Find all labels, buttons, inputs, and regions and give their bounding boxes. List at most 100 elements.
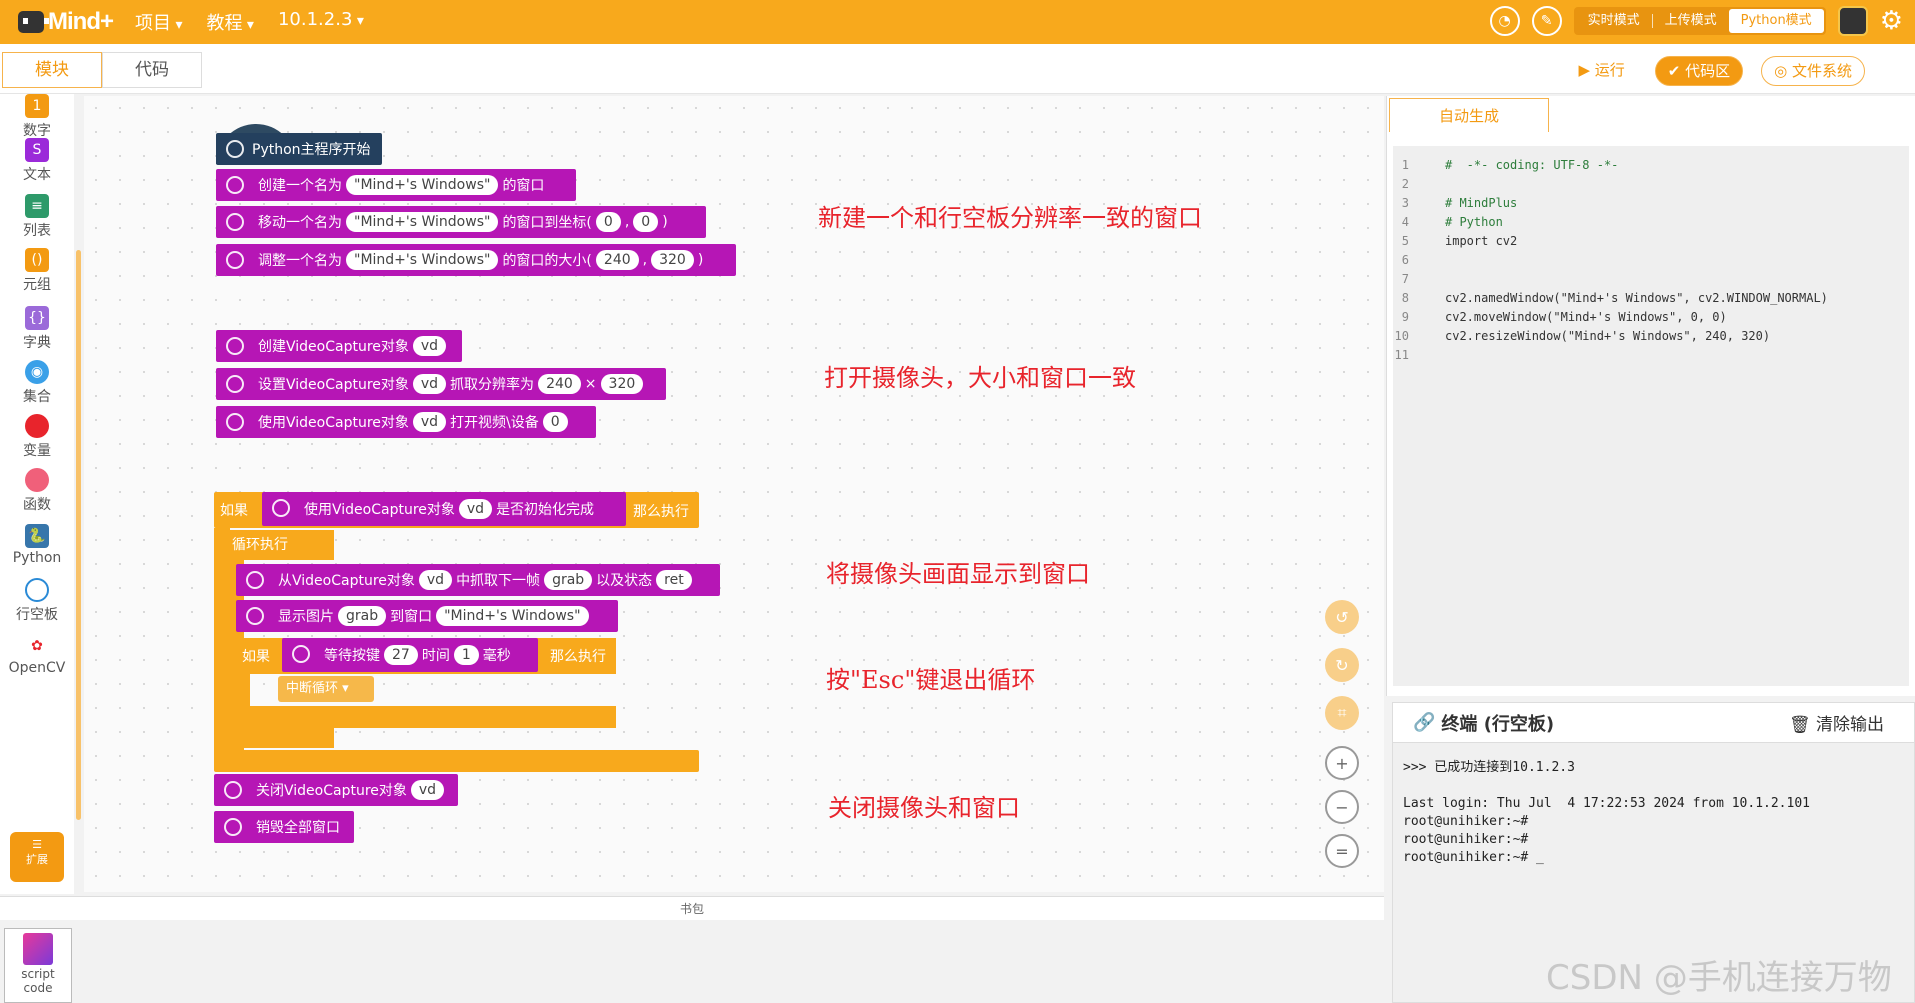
line-text: cv2.resizeWindow("Mind+'s Windows", 240,… — [1445, 329, 1771, 343]
clear-output-button[interactable]: 🗑 清除输出 — [1789, 715, 1884, 735]
category-set[interactable]: ◉集合 — [0, 360, 74, 406]
category-tuple[interactable]: ()元组 — [0, 248, 74, 294]
category-dict[interactable]: {}字典 — [0, 306, 74, 352]
device-field[interactable]: 0 — [542, 412, 568, 432]
line-number: 2 — [1401, 177, 1409, 191]
var-field[interactable]: vd — [458, 499, 493, 519]
tab-blocks[interactable]: 模块 — [2, 52, 102, 88]
width-field[interactable]: 240 — [538, 374, 581, 394]
block-destroy-windows[interactable]: 销毁全部窗口 — [214, 811, 354, 843]
y-field[interactable]: 0 — [633, 212, 659, 232]
code-line: 6 — [1393, 251, 1909, 270]
line-text — [1429, 270, 1445, 289]
category-opencv[interactable]: ✿OpenCV — [0, 634, 74, 676]
var-field[interactable]: vd — [412, 336, 447, 356]
var-field[interactable]: vd — [410, 780, 445, 800]
extension-button[interactable]: ☰扩展 — [10, 832, 64, 882]
line-number: 1 — [1401, 158, 1409, 172]
crop-icon[interactable]: ⌗ — [1325, 696, 1359, 730]
gear-icon[interactable]: ⚙ — [1879, 6, 1903, 36]
var-field[interactable]: vd — [412, 412, 447, 432]
block-python-start[interactable]: Python主程序开始 — [216, 133, 382, 165]
frame-field[interactable]: grab — [338, 606, 387, 626]
height-field[interactable]: 320 — [651, 250, 694, 270]
code-line: 4# Python — [1393, 213, 1909, 232]
mode-realtime[interactable]: 实时模式 — [1587, 13, 1640, 28]
then-label: 那么执行 — [633, 504, 689, 520]
block-break-loop[interactable]: 中断循环 ▾ — [278, 676, 374, 702]
chart-icon[interactable]: ◔ — [1489, 6, 1520, 36]
backpack-bar[interactable]: 书包 — [0, 896, 1384, 920]
main-menu: 项目 教程 10.1.2.3 — [135, 9, 364, 35]
zoom-out-icon[interactable]: − — [1325, 790, 1359, 824]
filesystem-button[interactable]: ◎ 文件系统 — [1761, 56, 1865, 86]
opencv-icon — [272, 499, 290, 517]
window-name-field[interactable]: "Mind+'s Windows" — [436, 606, 589, 626]
opencv-icon — [226, 213, 244, 231]
height-field[interactable]: 320 — [600, 374, 644, 394]
block-move-window[interactable]: 移动一个名为"Mind+'s Windows"的窗口到坐标(0,0) — [216, 206, 706, 238]
editor-actions: ▶ 运行 ✔ 代码区 ◎ 文件系统 — [1566, 56, 1865, 86]
category-function[interactable]: 函数 — [0, 468, 74, 514]
inner-if-footer — [236, 706, 616, 728]
top-right-tools: ◔ ✎ 实时模式 上传模式 Python模式 ⚙ — [1489, 6, 1903, 36]
window-name-field[interactable]: "Mind+'s Windows" — [346, 212, 499, 232]
x-field[interactable]: 0 — [595, 212, 621, 232]
ret-field[interactable]: ret — [656, 570, 692, 590]
robot-icon — [18, 11, 49, 33]
category-list[interactable]: ≡列表 — [0, 194, 74, 240]
loop-block[interactable]: 循环执行 — [226, 530, 334, 560]
line-text: import cv2 — [1445, 234, 1518, 248]
menu-project[interactable]: 项目 — [135, 9, 182, 35]
menu-tutorial[interactable]: 教程 — [206, 9, 253, 35]
category-variable[interactable]: 变量 — [0, 414, 74, 460]
then-label: 那么执行 — [550, 649, 606, 665]
redo-icon[interactable]: ↻ — [1325, 648, 1359, 682]
block-resize-window[interactable]: 调整一个名为"Mind+'s Windows"的窗口的大小(240,320) — [216, 244, 736, 276]
category-python[interactable]: 🐍Python — [0, 524, 74, 566]
mode-upload[interactable]: 上传模式 — [1664, 13, 1717, 28]
zoom-reset-icon[interactable]: = — [1325, 834, 1359, 868]
zoom-in-icon[interactable]: + — [1325, 746, 1359, 780]
time-field[interactable]: 1 — [453, 645, 479, 665]
var-field[interactable]: vd — [418, 570, 453, 590]
undo-icon[interactable]: ↺ — [1325, 600, 1359, 634]
line-number: 8 — [1401, 291, 1409, 305]
edit-icon[interactable]: ✎ — [1531, 6, 1562, 36]
avatar[interactable] — [1837, 6, 1868, 36]
terminal-output[interactable]: >>> 已成功连接到10.1.2.3 Last login: Thu Jul 4… — [1403, 760, 1810, 865]
frame-field[interactable]: grab — [544, 570, 593, 590]
var-field[interactable]: vd — [412, 374, 447, 394]
key-field[interactable]: 27 — [384, 645, 418, 665]
mode-python[interactable]: Python模式 — [1728, 9, 1824, 33]
tab-auto-generate[interactable]: 自动生成 — [1389, 98, 1549, 132]
window-name-field[interactable]: "Mind+'s Windows" — [346, 175, 499, 195]
category-unihiker[interactable]: 行空板 — [0, 578, 74, 624]
window-name-field[interactable]: "Mind+'s Windows" — [346, 250, 499, 270]
code-line: 3# MindPlus — [1393, 194, 1909, 213]
menu-device[interactable]: 10.1.2.3 — [278, 9, 364, 35]
tab-code[interactable]: 代码 — [102, 52, 202, 88]
app-logo[interactable]: Mind+ — [18, 8, 114, 36]
category-scrollbar[interactable] — [76, 250, 81, 820]
width-field[interactable]: 240 — [595, 250, 639, 270]
code-area-button[interactable]: ✔ 代码区 — [1654, 56, 1744, 86]
script-code-item[interactable]: script code — [4, 928, 72, 1003]
run-button[interactable]: ▶ 运行 — [1578, 61, 1625, 79]
block-create-window[interactable]: 创建一个名为"Mind+'s Windows"的窗口 — [216, 169, 576, 201]
